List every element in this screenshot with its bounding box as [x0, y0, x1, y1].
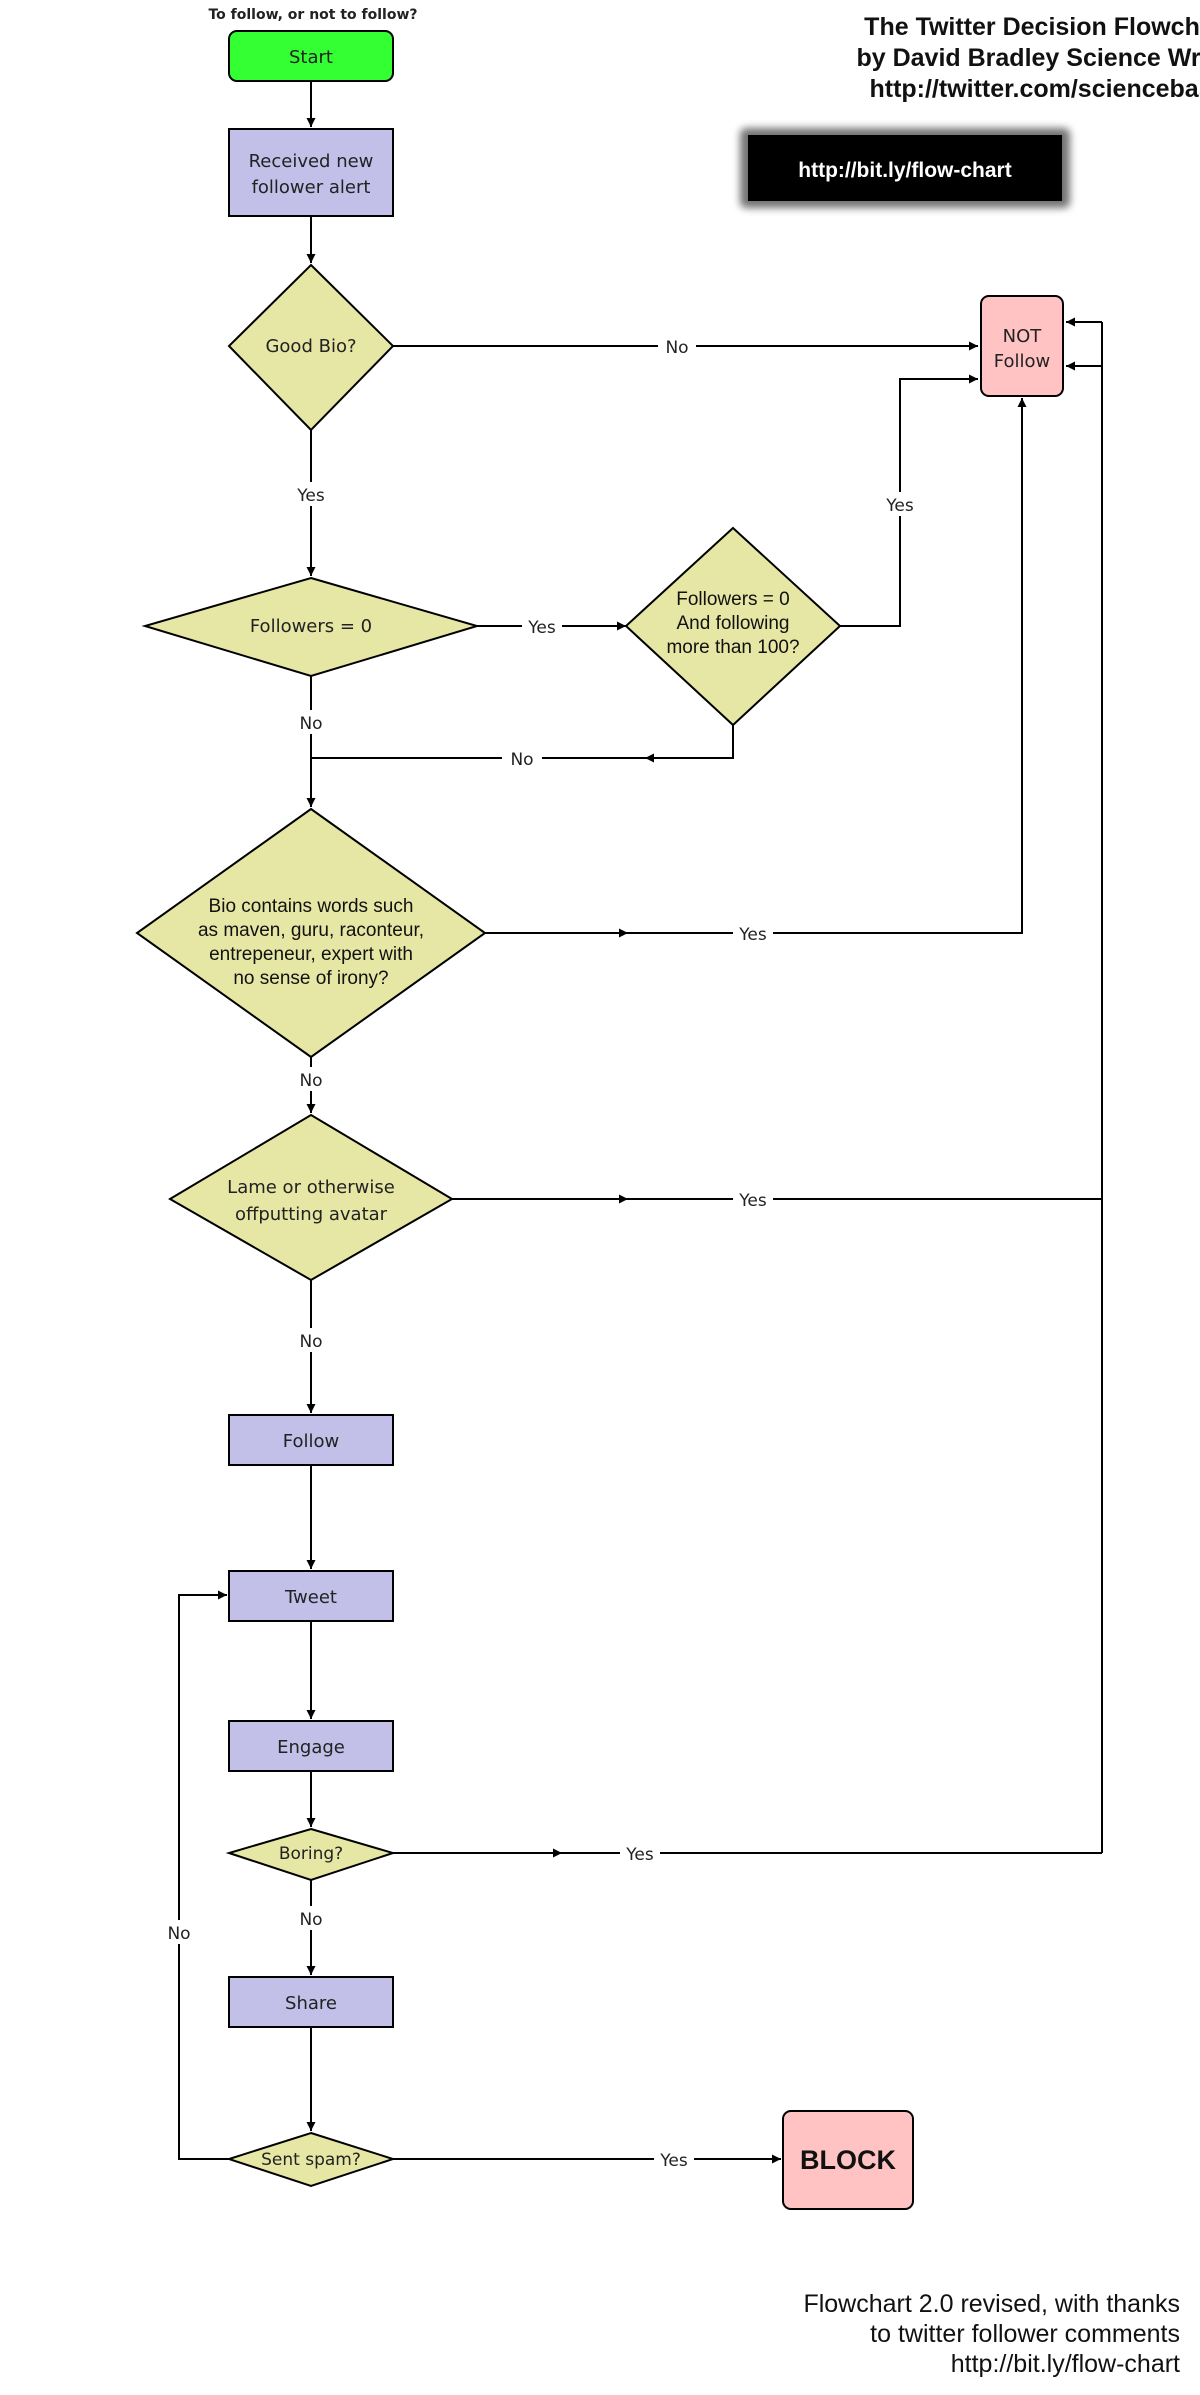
- node-sent-spam-label: Sent spam?: [261, 2150, 361, 2170]
- node-not-follow-line-2: Follow: [994, 351, 1050, 372]
- label-spam-no: No: [167, 1924, 190, 1944]
- node-lame-avatar[interactable]: Lame or otherwise offputting avatar: [168, 1113, 454, 1282]
- node-tweet-label: Tweet: [284, 1587, 337, 1608]
- node-bio-words-line-2: as maven, guru, raconteur,: [198, 920, 424, 941]
- edge-spam-no: [178, 1590, 229, 2160]
- label-goodbio-yes: Yes: [296, 486, 325, 506]
- label-avatar-no: No: [299, 1332, 322, 1352]
- header-title-line-1: The Twitter Decision Flowchart: [864, 13, 1200, 41]
- node-block[interactable]: BLOCK: [782, 2110, 914, 2210]
- edge-labels: No Yes Yes No Yes No Yes No Yes No Yes N…: [159, 334, 920, 2171]
- node-boring-label: Boring?: [279, 1844, 343, 1864]
- header-question: To follow, or not to follow?: [208, 7, 417, 23]
- node-good-bio[interactable]: Good Bio?: [227, 263, 395, 432]
- label-followers-yes: Yes: [527, 618, 556, 638]
- footer-line-2: to twitter follower comments: [870, 2320, 1180, 2348]
- label-following-yes: Yes: [885, 496, 914, 516]
- footer-line-3: http://bit.ly/flow-chart: [951, 2350, 1180, 2378]
- node-share[interactable]: Share: [228, 1976, 394, 2028]
- node-bio-words-line-4: no sense of irony?: [233, 968, 388, 989]
- node-following-over-100[interactable]: Followers = 0 And following more than 10…: [624, 526, 842, 727]
- node-not-follow-line-1: NOT: [1003, 326, 1043, 347]
- node-share-label: Share: [285, 1993, 337, 2014]
- label-followers-no: No: [299, 714, 322, 734]
- node-start[interactable]: Start: [228, 30, 394, 82]
- edge-biowords-yes: [485, 398, 1027, 934]
- node-engage-label: Engage: [277, 1737, 345, 1758]
- label-following-no: No: [510, 750, 533, 770]
- node-not-follow[interactable]: NOT Follow: [980, 295, 1064, 397]
- node-followers-zero-label: Followers = 0: [250, 616, 372, 637]
- label-biowords-no: No: [299, 1071, 322, 1091]
- node-boring[interactable]: Boring?: [225, 1827, 397, 1882]
- node-engage[interactable]: Engage: [228, 1720, 394, 1772]
- header-title-line-2: by David Bradley Science Writer: [856, 44, 1200, 72]
- node-sent-spam[interactable]: Sent spam?: [225, 2131, 397, 2188]
- node-bio-words-line-1: Bio contains words such: [209, 896, 414, 917]
- node-bio-words-line-3: entrepeneur, expert with: [209, 944, 413, 965]
- label-boring-no: No: [299, 1910, 322, 1930]
- node-followers-zero[interactable]: Followers = 0: [141, 576, 481, 678]
- node-tweet[interactable]: Tweet: [228, 1570, 394, 1622]
- node-follow[interactable]: Follow: [228, 1414, 394, 1466]
- link-badge-label: http://bit.ly/flow-chart: [798, 159, 1011, 182]
- node-received-line-2: follower alert: [252, 177, 371, 198]
- node-following-line-2: And following: [676, 613, 789, 634]
- node-block-label: BLOCK: [800, 2145, 896, 2175]
- node-lame-avatar-line-1: Lame or otherwise: [227, 1177, 395, 1198]
- node-lame-avatar-line-2: offputting avatar: [235, 1204, 388, 1225]
- node-following-line-1: Followers = 0: [676, 589, 790, 610]
- node-follow-label: Follow: [283, 1431, 339, 1452]
- link-badge[interactable]: http://bit.ly/flow-chart: [740, 128, 1070, 208]
- footer-line-1: Flowchart 2.0 revised, with thanks: [803, 2290, 1180, 2318]
- label-biowords-yes: Yes: [738, 925, 767, 945]
- label-boring-yes: Yes: [625, 1845, 654, 1865]
- node-received-alert[interactable]: Received new follower alert: [228, 128, 394, 217]
- label-goodbio-no: No: [665, 338, 688, 358]
- label-avatar-yes: Yes: [738, 1191, 767, 1211]
- label-spam-yes: Yes: [659, 2151, 688, 2171]
- node-good-bio-label: Good Bio?: [265, 336, 356, 357]
- node-bio-words[interactable]: Bio contains words such as maven, guru, …: [135, 807, 487, 1059]
- node-start-label: Start: [289, 47, 333, 68]
- node-following-line-3: more than 100?: [666, 637, 799, 658]
- header-title-line-3: http://twitter.com/sciencebase: [869, 75, 1200, 103]
- node-received-line-1: Received new: [249, 151, 374, 172]
